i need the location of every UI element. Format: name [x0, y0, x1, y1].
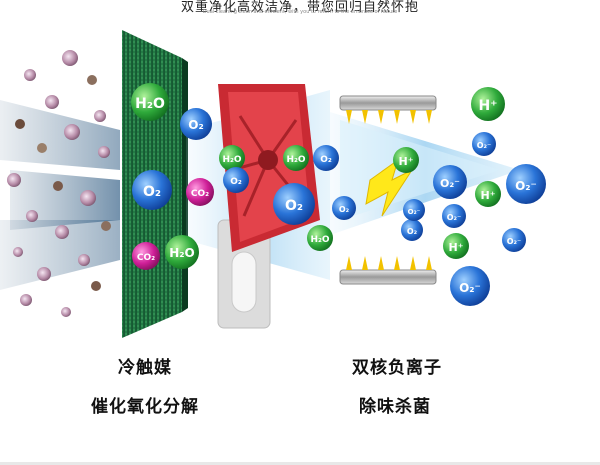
ion-emitter-icon: [339, 95, 437, 285]
molecule-label: CO₂: [191, 189, 209, 199]
molecule-label: O₂⁻: [477, 141, 492, 150]
molecule-label: O₂⁻: [459, 281, 481, 295]
molecule-label: O₂: [285, 198, 303, 214]
illustration: H₂O H₂O H₂O H₂O H₂O CO₂: [0, 30, 546, 338]
caption-left-line2: 催化氧化分解: [91, 397, 199, 417]
molecule-h-plus-icon: H⁺: [471, 87, 505, 121]
molecule-o2-icon: O₂: [401, 219, 423, 241]
molecule-o2-icon: O₂: [313, 145, 339, 171]
molecule-h2o-icon: H₂O: [131, 83, 169, 121]
molecule-label: H₂O: [286, 155, 305, 165]
header-subtitle: Dual cleaning clean and efficient, with …: [202, 9, 398, 15]
molecule-label: H⁺: [398, 155, 413, 168]
bottom-divider: [0, 462, 600, 465]
molecule-o2-icon: O₂: [332, 196, 356, 220]
molecule-label: O₂: [320, 155, 332, 165]
molecule-o2-minus-icon: O₂⁻: [502, 228, 526, 252]
molecule-h2o-icon: H₂O: [307, 225, 333, 251]
molecule-h-plus-icon: H⁺: [443, 233, 469, 259]
molecule-label: O₂: [339, 205, 350, 214]
caption-right-line1: 双核负离子: [352, 358, 442, 378]
molecule-o2-minus-icon: O₂⁻: [472, 132, 496, 156]
molecule-o2-icon: O₂: [132, 170, 172, 210]
molecule-o2-icon: O₂: [273, 183, 315, 225]
molecule-h-plus-icon: H⁺: [393, 147, 419, 173]
molecule-label: O₂: [230, 177, 242, 187]
molecule-o2-icon: O₂: [180, 108, 212, 140]
molecule-label: O₂: [143, 184, 161, 200]
molecule-layer: H₂O H₂O H₂O H₂O H₂O CO₂: [131, 83, 546, 306]
molecule-label: O₂: [407, 227, 418, 236]
molecule-label: CO₂: [137, 253, 155, 263]
caption-right-line2: 除味杀菌: [359, 397, 431, 417]
molecule-label: O₂⁻: [515, 179, 537, 193]
molecule-label: O₂⁻: [447, 213, 462, 222]
molecule-o2-icon: O₂: [223, 167, 249, 193]
molecule-label: O₂⁻: [408, 208, 421, 216]
molecule-h2o-icon: H₂O: [283, 145, 309, 171]
molecule-o2-minus-icon: O₂⁻: [442, 204, 466, 228]
header-title: 双重净化高效洁净，带您回归自然怀抱: [180, 0, 419, 15]
molecule-label: H⁺: [448, 241, 463, 254]
molecule-label: H⁺: [478, 98, 497, 114]
molecule-h2o-icon: H₂O: [165, 235, 199, 269]
molecule-co2-icon: CO₂: [186, 178, 214, 206]
molecule-o2-minus-icon: O₂⁻: [403, 199, 425, 221]
caption-left-line1: 冷触媒: [118, 358, 172, 378]
molecule-co2-icon: CO₂: [132, 242, 160, 270]
molecule-label: H⁺: [480, 189, 495, 202]
molecule-label: O₂⁻: [440, 177, 460, 190]
molecule-o2-minus-icon: O₂⁻: [450, 266, 490, 306]
molecule-label: H₂O: [222, 155, 241, 165]
molecule-label: O₂⁻: [507, 237, 522, 246]
molecule-o2-minus-icon: O₂⁻: [506, 164, 546, 204]
molecule-label: H₂O: [169, 246, 195, 260]
molecule-label: H₂O: [310, 235, 329, 245]
dust-particles: [7, 50, 111, 317]
molecule-label: O₂: [188, 118, 203, 132]
molecule-o2-minus-icon: O₂⁻: [433, 165, 467, 199]
molecule-h2o-icon: H₂O: [219, 145, 245, 171]
molecule-h-plus-icon: H⁺: [475, 181, 501, 207]
molecule-label: H₂O: [135, 96, 165, 112]
